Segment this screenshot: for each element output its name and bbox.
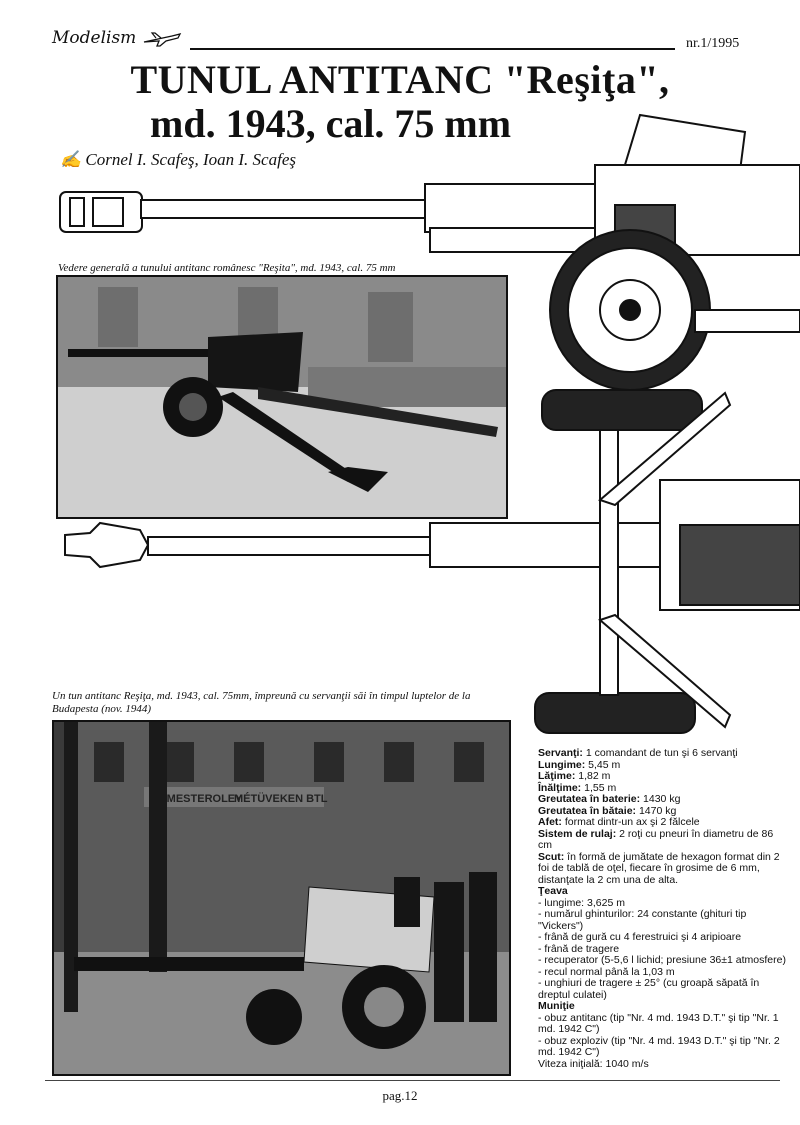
spec-item: Afet: format dintr-un ax şi 2 fălcele bbox=[538, 816, 788, 829]
spec-value: în formă de jumătate de hexagon format d… bbox=[538, 850, 780, 886]
spec-label: Greutatea în baterie: bbox=[538, 793, 641, 805]
spec-item: Scut: în formă de jumătate de hexagon fo… bbox=[538, 850, 788, 887]
spec-label: Greutatea în bătaie: bbox=[538, 804, 637, 817]
spec-value: 1,82 m bbox=[575, 770, 611, 782]
photo-gun-illustration bbox=[58, 277, 506, 517]
spec-item: Înălţime: 1,55 m bbox=[538, 781, 788, 795]
issue-number: nr.1/1995 bbox=[686, 36, 740, 51]
footer-rule bbox=[45, 1080, 780, 1081]
spec-value: Viteza iniţială: 1040 m/s bbox=[538, 1057, 649, 1070]
spec-label: Sistem de rulaj: bbox=[538, 827, 617, 840]
spec-value: - numărul ghinturilor: 24 constante (ghi… bbox=[538, 908, 747, 932]
spec-value: - unghiuri de tragere ± 25° (cu groapă s… bbox=[538, 977, 760, 1001]
spec-value: - lungime: 3,625 m bbox=[538, 896, 625, 909]
spec-item: Sistem de rulaj: 2 roţi cu pneuri în dia… bbox=[538, 827, 788, 852]
spec-item: - lungime: 3,625 m bbox=[538, 896, 788, 910]
logo-text: Modelism bbox=[52, 28, 137, 48]
spec-label: Muniţie bbox=[538, 1000, 575, 1012]
spec-value: - recul normal până la 1,03 m bbox=[538, 965, 675, 978]
spec-item: Ţeava bbox=[538, 885, 788, 898]
spec-item: - obuz exploziv (tip "Nr. 4 md. 1943 D.T… bbox=[538, 1034, 788, 1059]
spec-value: - frână de tragere bbox=[538, 942, 620, 955]
specifications-list: Servanţi: 1 comandant de tun şi 6 servan… bbox=[538, 747, 788, 1071]
gun-top-view-drawing bbox=[64, 389, 800, 734]
gun-side-view-drawing bbox=[59, 113, 800, 391]
spec-item: - recuperator (5-5,6 l lichid; presiune … bbox=[538, 954, 788, 967]
photo2-caption: Un tun antitanc Reşiţa, md. 1943, cal. 7… bbox=[52, 690, 471, 715]
page-number: pag.12 bbox=[382, 1088, 418, 1103]
authors: ✍ Cornel I. Scafeş, Ioan I. Scafeş bbox=[60, 150, 296, 170]
spec-item: - obuz antitanc (tip "Nr. 4 md. 1943 D.T… bbox=[538, 1011, 788, 1036]
spec-item: - numărul ghinturilor: 24 constante (ghi… bbox=[538, 908, 788, 932]
spec-value: - recuperator (5-5,6 l lichid; presiune … bbox=[538, 954, 786, 966]
pen-icon: ✍ bbox=[60, 150, 86, 169]
article-title-line1: TUNUL ANTITANC "Reşiţa", bbox=[130, 57, 670, 102]
spec-item: Greutatea în baterie: 1430 kg bbox=[538, 793, 788, 806]
spec-item: Lungime: 5,45 m bbox=[538, 758, 788, 772]
spec-item: Greutatea în bătaie: 1470 kg bbox=[538, 804, 788, 818]
airplane-icon bbox=[143, 31, 181, 47]
spec-label: Înălţime: bbox=[538, 781, 582, 794]
spec-value: - obuz exploziv (tip "Nr. 4 md. 1943 D.T… bbox=[538, 1034, 780, 1058]
magazine-logo: Modelism bbox=[52, 28, 182, 48]
spec-item: - recul normal până la 1,03 m bbox=[538, 965, 788, 979]
spec-label: Ţeava bbox=[538, 885, 568, 897]
spec-label: Afet: bbox=[538, 816, 562, 828]
spec-label: Lăţime: bbox=[538, 770, 576, 782]
spec-value: 1,55 m bbox=[581, 781, 617, 794]
spec-item: - unghiuri de tragere ± 25° (cu groapă s… bbox=[538, 977, 788, 1001]
photo1-caption: Vedere generală a tunului antitanc român… bbox=[58, 262, 396, 274]
spec-label: Scut: bbox=[538, 850, 565, 863]
photo-gun-budapest: SEMESTEROLEY MÉTÜVEKEN BTL bbox=[52, 720, 511, 1076]
photo-gun-general-view bbox=[56, 275, 508, 519]
spec-label: Servanţi: bbox=[538, 747, 583, 759]
photo-street-illustration: SEMESTEROLEY MÉTÜVEKEN BTL bbox=[54, 722, 509, 1074]
authors-text: Cornel I. Scafeş, Ioan I. Scafeş bbox=[85, 150, 296, 169]
spec-value: 1 comandant de tun şi 6 servanţi bbox=[582, 747, 738, 759]
spec-value: 1430 kg bbox=[640, 793, 681, 805]
shop-sign-2: MÉTÜVEKEN BTL bbox=[234, 792, 328, 805]
spec-item: Viteza iniţială: 1040 m/s bbox=[538, 1057, 788, 1071]
spec-value: 5,45 m bbox=[585, 758, 621, 771]
spec-item: Muniţie bbox=[538, 1000, 788, 1013]
shop-sign-1: SEMESTEROLEY bbox=[152, 793, 243, 805]
spec-value: - obuz antitanc (tip "Nr. 4 md. 1943 D.T… bbox=[538, 1011, 779, 1035]
header-rule bbox=[190, 48, 675, 50]
spec-value: 1470 kg bbox=[636, 804, 677, 817]
spec-value: - frână de gură cu 4 ferestruici şi 4 ar… bbox=[538, 931, 742, 943]
spec-item: - frână de gură cu 4 ferestruici şi 4 ar… bbox=[538, 931, 788, 944]
spec-item: - frână de tragere bbox=[538, 942, 788, 956]
article-title-line2: md. 1943, cal. 75 mm bbox=[150, 101, 512, 146]
spec-item: Servanţi: 1 comandant de tun şi 6 servan… bbox=[538, 747, 788, 760]
spec-label: Lungime: bbox=[538, 758, 586, 771]
spec-item: Lăţime: 1,82 m bbox=[538, 770, 788, 783]
spec-value: format dintr-un ax şi 2 fălcele bbox=[561, 816, 700, 828]
spec-value: 2 roţi cu pneuri în diametru de 86 cm bbox=[538, 827, 774, 851]
